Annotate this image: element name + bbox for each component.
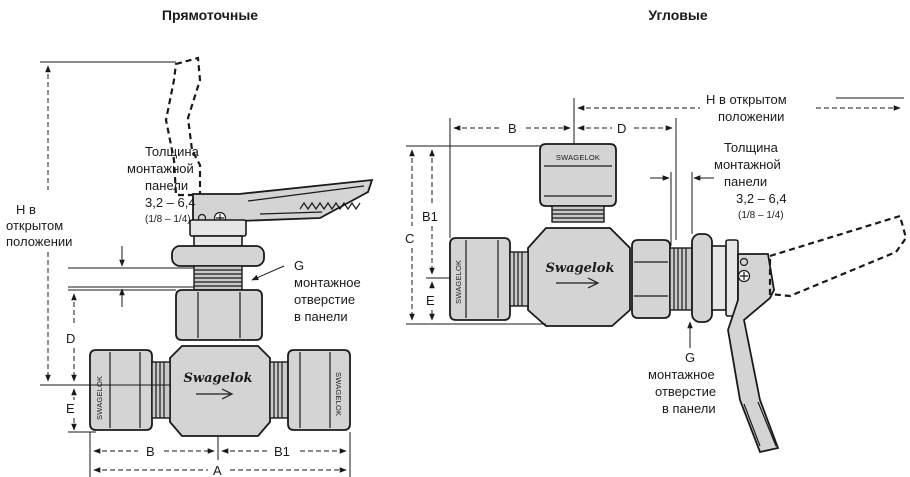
- angle-left-fitting-brand: SWAGELOK: [454, 260, 463, 304]
- b1-label: B1: [274, 444, 290, 459]
- angle-panel-thickness-line-3: панели: [724, 174, 767, 189]
- handle-collar: [189, 219, 247, 237]
- angle-left-fitting-nut: [449, 237, 511, 321]
- closed-handle: [192, 178, 374, 225]
- angle-panel-thickness-line-5: (1/8 – 1/4): [738, 210, 784, 221]
- angle-e-label: E: [426, 293, 435, 308]
- angle-b1-label: B1: [422, 209, 438, 224]
- angle-bonnet-thread: [669, 247, 693, 311]
- h-open-dimension: H в открытом положении: [6, 61, 176, 386]
- right-fitting-nut: [287, 349, 351, 431]
- panel-thickness-line-3: панели: [145, 178, 188, 193]
- angle-panel-thickness-line-1: Толщина: [724, 140, 779, 155]
- d-label: D: [66, 331, 75, 346]
- left-fitting-thread: [151, 361, 171, 419]
- angle-bonnet-hex: [631, 239, 671, 319]
- swagelok-logo: Swagelok: [184, 371, 253, 386]
- angle-panel-thickness-line-2: монтажной: [714, 157, 781, 172]
- right-fitting-brand: SWAGELOK: [334, 372, 343, 416]
- angle-mount-hole-line-2: отверстие: [655, 384, 716, 399]
- left-fitting-brand: SWAGELOK: [95, 376, 104, 420]
- horizontal-dimensions: B B1 A: [89, 432, 351, 477]
- d-dimension: D: [66, 289, 176, 382]
- mount-hole-g: G: [294, 258, 304, 273]
- e-label: E: [66, 401, 75, 416]
- h-open-label-1: H в: [16, 202, 36, 217]
- angle-mount-hole-g: G: [685, 350, 695, 365]
- angle-c-label: C: [405, 231, 414, 246]
- angle-h-open-line-1: H в открытом: [706, 92, 787, 107]
- angle-b-label: B: [508, 121, 517, 136]
- angle-valve-group: Угловые SWAGELOK Swagelok SWAGELOK: [405, 7, 908, 454]
- angle-b-d-dimensions: B D: [449, 118, 677, 240]
- b-label: B: [146, 444, 155, 459]
- angle-panel-thickness: Толщина монтажной панели 3,2 – 6,4 (1/8 …: [650, 140, 787, 246]
- top-fitting-brand: SWAGELOK: [556, 153, 600, 162]
- angle-h-open-line-2: положении: [718, 109, 784, 124]
- angle-closed-handle: [727, 253, 780, 454]
- angle-vertical-dimensions: C B1 E: [405, 145, 546, 325]
- angle-d-label: D: [617, 121, 626, 136]
- panel-nut: [171, 245, 265, 267]
- straight-valve-body: [169, 345, 271, 437]
- angle-swagelok-logo: Swagelok: [546, 261, 615, 276]
- left-fitting-nut: [89, 349, 153, 431]
- stem-sleeve: [193, 235, 243, 247]
- angle-left-thread: [509, 251, 529, 307]
- mount-hole-line-1: монтажное: [294, 275, 361, 290]
- angle-h-open-dimension: H в открытом положении: [573, 92, 904, 144]
- mount-hole-line-3: в панели: [294, 309, 348, 324]
- e-dimension: E: [66, 388, 96, 433]
- angle-valve-title: Угловые: [648, 7, 707, 23]
- panel-thickness-line-1: Толщина: [145, 144, 200, 159]
- panel-thickness-line-2: монтажной: [127, 161, 194, 176]
- top-fitting-nut: [539, 143, 617, 207]
- open-handle-outline: [164, 56, 202, 197]
- h-open-label-2: открытом: [6, 218, 63, 233]
- right-fitting-thread: [269, 361, 289, 419]
- panel-thickness-line-5: (1/8 – 1/4): [145, 214, 191, 225]
- h-open-label-3: положении: [6, 234, 72, 249]
- angle-panel-nut: [691, 233, 713, 323]
- angle-mount-hole-line-3: в панели: [662, 401, 716, 416]
- angle-panel-thickness-line-4: 3,2 – 6,4: [736, 191, 787, 206]
- angle-mount-hole-line-1: монтажное: [648, 367, 715, 382]
- straight-valve-group: Прямоточные Swagelok SWAGELOK: [6, 7, 374, 477]
- mount-hole-line-2: отверстие: [294, 292, 355, 307]
- a-label: A: [213, 463, 222, 477]
- panel-thickness-dimension: Толщина монтажной панели 3,2 – 6,4 (1/8 …: [68, 144, 200, 307]
- bonnet-hex-nut: [175, 289, 263, 341]
- angle-stem-sleeve: [711, 245, 727, 311]
- straight-valve-title: Прямоточные: [162, 7, 258, 23]
- mount-hole-callout: G монтажное отверстие в панели: [251, 258, 361, 324]
- panel-thickness-line-4: 3,2 – 6,4: [145, 195, 196, 210]
- angle-mount-hole-callout: G монтажное отверстие в панели: [648, 321, 716, 416]
- angle-valve-body: [527, 227, 631, 327]
- angle-open-handle-outline: [768, 214, 908, 298]
